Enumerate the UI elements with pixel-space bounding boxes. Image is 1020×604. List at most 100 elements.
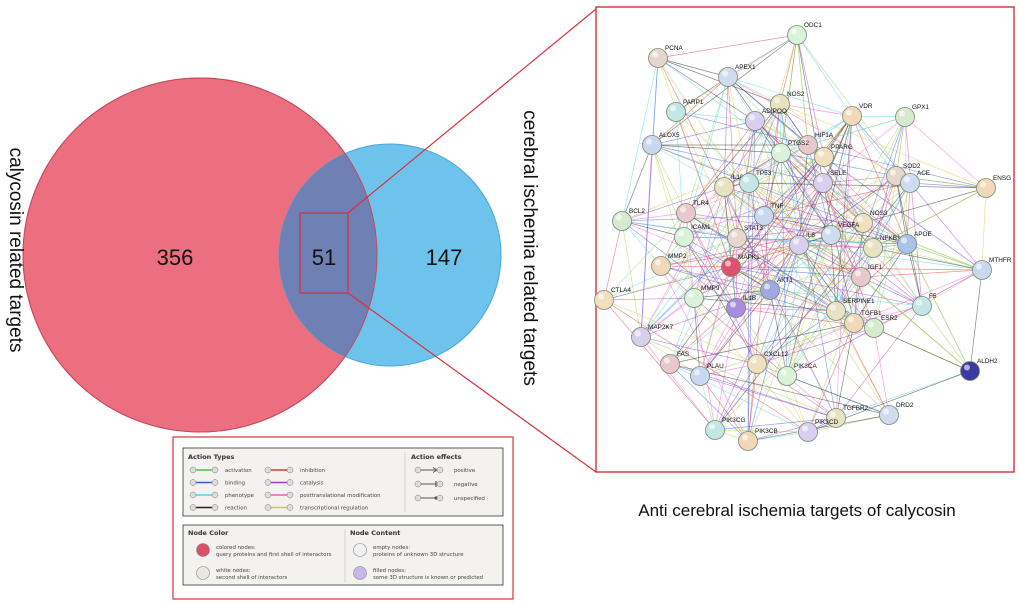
- network-node-label: F5: [929, 293, 937, 300]
- network-node-igf1: IGF1: [851, 264, 883, 287]
- network-edge: [651, 144, 782, 154]
- network-edge: [683, 236, 695, 299]
- network-edge: [747, 431, 809, 442]
- network-edge: [769, 289, 837, 312]
- network-edge: [754, 120, 864, 224]
- network-node-esr2: ESR2: [864, 315, 898, 338]
- network-edge: [727, 76, 750, 184]
- legend-panel: Action Types Action effects activationbi…: [172, 436, 514, 600]
- network-edge: [657, 34, 798, 59]
- legend-action-effect-item: negative: [414, 480, 478, 488]
- network-edge: [699, 244, 800, 377]
- network-node-label: ALOX5: [659, 132, 680, 139]
- network-node-highlight: [670, 105, 676, 112]
- network-node-label: SOD2: [903, 163, 921, 170]
- legend-node-line2: query proteins and first shell of intera…: [216, 552, 332, 558]
- left-only-count: 356: [157, 245, 194, 270]
- network-node-highlight: [830, 411, 836, 418]
- network-edge: [621, 212, 687, 222]
- network-edge: [796, 34, 809, 146]
- legend-node-content-title: Node Content: [350, 529, 400, 537]
- network-node-highlight: [722, 70, 728, 77]
- network-edge: [723, 186, 908, 245]
- network-node-label: TGFB1: [861, 310, 882, 317]
- network-edge: [675, 111, 756, 122]
- network-node-mmp9: MMP9: [684, 285, 720, 308]
- network-node-gpx1: GPX1: [895, 104, 929, 127]
- network-node-highlight: [774, 97, 780, 104]
- network-node-label: VDR: [859, 103, 873, 110]
- network-node-label: MMP9: [701, 285, 720, 292]
- network-edge: [747, 363, 758, 442]
- network-edge: [835, 116, 906, 312]
- network-edge: [735, 307, 788, 377]
- network-edge: [786, 375, 890, 416]
- legend-action-type-label: phenotype: [225, 493, 255, 499]
- network-edge: [779, 34, 798, 105]
- network-node-parp1: PARP1: [666, 99, 704, 122]
- network-edge: [675, 76, 729, 113]
- network-node-pik3ca: PIK3CA: [777, 363, 817, 386]
- network-edge: [603, 297, 695, 301]
- network-node-label: TNF: [771, 203, 784, 210]
- network-node-highlight: [743, 176, 749, 183]
- network-node-label: CTLA4: [611, 287, 631, 294]
- network-node-highlight: [916, 299, 922, 306]
- network-edge: [872, 247, 983, 271]
- legend-node-color-title: Node Color: [188, 529, 229, 537]
- network-edge: [640, 336, 837, 419]
- network-edge: [747, 234, 832, 442]
- network-node-highlight: [652, 51, 658, 58]
- network-edge: [756, 327, 875, 365]
- network-edge: [699, 307, 737, 377]
- network-edge: [906, 243, 971, 372]
- network-node-highlight: [646, 138, 652, 145]
- network-edge: [904, 116, 987, 189]
- network-edge: [714, 363, 758, 431]
- network-node-label: ACE: [917, 170, 930, 177]
- network-node-pik3cb: PIK3CB: [738, 428, 778, 451]
- network-edge: [735, 182, 824, 309]
- network-node-highlight: [901, 237, 907, 244]
- network-node-label: PIK3CG: [722, 417, 745, 424]
- legend-node-dot: [211, 491, 219, 499]
- legend-action-effect-item: unspecified: [414, 494, 485, 502]
- network-edge: [807, 322, 855, 433]
- legend-filled-nodes: filled nodes:some 3D structure is known …: [353, 566, 483, 581]
- network-edge: [685, 212, 732, 268]
- legend-node-line1: filled nodes:: [373, 568, 406, 574]
- network-edge: [853, 243, 908, 324]
- network-edge: [640, 103, 781, 338]
- network-edge: [798, 244, 874, 249]
- network-node-mthfr: MTHFR: [972, 257, 1012, 280]
- network-edge: [640, 297, 695, 338]
- legend-node-dot: [286, 491, 294, 499]
- right-set-label: cerebral ischemia related targets: [519, 110, 540, 386]
- legend-node-line2: second shell of interactors: [216, 575, 288, 581]
- network-edge: [603, 299, 716, 431]
- network-node-highlight: [883, 408, 889, 415]
- network-edge: [909, 182, 983, 271]
- network-edge: [699, 289, 771, 377]
- legend-action-types: activationbindingphenotypereactioninhibi…: [189, 466, 381, 512]
- network-node-label: NFKB1: [880, 235, 901, 242]
- legend-action-type-label: activation: [225, 468, 252, 474]
- network-edge: [736, 222, 864, 239]
- network-edge: [769, 289, 837, 419]
- network-edge: [735, 215, 765, 309]
- legend-node-dot: [264, 466, 272, 474]
- network-edge: [685, 152, 782, 214]
- network-node-highlight: [976, 263, 982, 270]
- legend-action-type-label: transcriptional regulation: [300, 506, 368, 512]
- legend-node-sample: [353, 543, 367, 557]
- network-node-label: APEX1: [735, 64, 756, 71]
- network-node-ptgs2: PTGS2: [771, 140, 809, 163]
- network-edge: [823, 156, 923, 307]
- network-node-highlight: [781, 369, 787, 376]
- legend-action-effect-label: positive: [454, 468, 476, 474]
- network-node-highlight: [980, 181, 986, 188]
- legend-node-sample: [353, 566, 367, 580]
- legend-action-type-item: transcriptional regulation: [264, 504, 368, 512]
- network-edge: [675, 111, 750, 184]
